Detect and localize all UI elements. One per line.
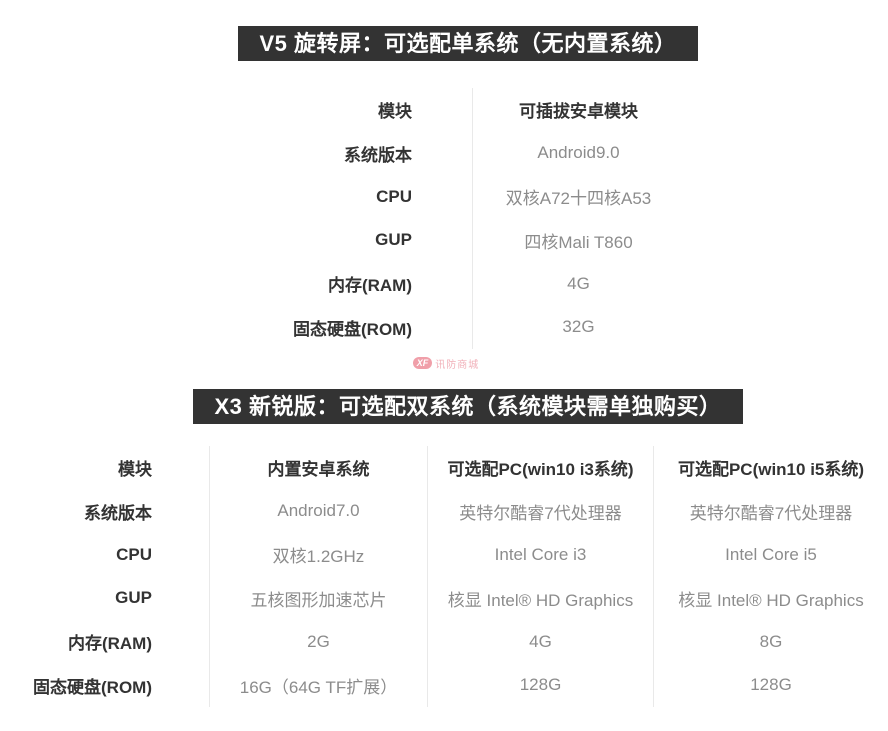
spec-row-label: 系统版本 — [84, 503, 152, 523]
spec-row-value: 四核Mali T860 — [472, 218, 684, 262]
section-x3-header-row: X3 新锐版：可选配双系统（系统模块需单独购买） — [0, 389, 888, 424]
section-v5-title-bar: V5 旋转屏：可选配单系统（无内置系统） — [238, 26, 698, 61]
spec-cell-android: 2G — [209, 620, 427, 664]
spec-cell-pc-i5: Intel Core i5 — [653, 533, 888, 577]
spec-row-label: GUP — [375, 230, 412, 250]
spec-row-label: CPU — [116, 544, 152, 564]
spec-row-label: 内存(RAM) — [67, 634, 152, 654]
spec-row-value: 32G — [472, 305, 684, 349]
spec-row-value: Android9.0 — [472, 131, 684, 175]
watermark-logo-icon: XF — [412, 357, 433, 369]
spec-row-label: 固态硬盘(ROM) — [33, 677, 152, 697]
spec-row-label: 系统版本 — [344, 145, 412, 165]
spec-row-label: 模块 — [378, 102, 412, 122]
spec-cell-pc-i3: Intel Core i3 — [427, 533, 653, 577]
spec-cell-pc-i5: 可选配PC(win10 i5系统) — [653, 446, 888, 490]
spec-cell-pc-i5: 128G — [653, 663, 888, 707]
spec-cell-pc-i3: 可选配PC(win10 i3系统) — [427, 446, 653, 490]
spec-row-label: 固态硬盘(ROM) — [293, 319, 412, 339]
spec-row-label: GUP — [115, 588, 152, 608]
section-v5-header-row: V5 旋转屏：可选配单系统（无内置系统） — [0, 26, 888, 61]
spec-cell-android: Android7.0 — [209, 489, 427, 533]
spec-row-label: 内存(RAM) — [327, 276, 412, 296]
watermark-row: XF 讯防商城 — [2, 353, 888, 371]
spec-cell-android: 内置安卓系统 — [209, 446, 427, 490]
watermark-text: 讯防商城 — [435, 359, 480, 371]
watermark: XF 讯防商城 — [412, 356, 480, 371]
spec-cell-pc-i3: 英特尔酷睿7代处理器 — [427, 489, 653, 533]
spec-cell-android: 五核图形加速芯片 — [209, 576, 427, 620]
spec-row-value: 双核A72十四核A53 — [472, 175, 684, 219]
spec-cell-pc-i5: 核显 Intel® HD Graphics — [653, 576, 888, 620]
spec-cell-android: 16G（64G TF扩展） — [209, 663, 427, 707]
spec-cell-pc-i5: 英特尔酷睿7代处理器 — [653, 489, 888, 533]
spec-row-value: 4G — [472, 262, 684, 306]
spec-cell-android: 双核1.2GHz — [209, 533, 427, 577]
spec-cell-pc-i5: 8G — [653, 620, 888, 664]
spec-cell-pc-i3: 4G — [427, 620, 653, 664]
spec-table-v5: 模块 可插拔安卓模块 系统版本 Android9.0 CPU 双核A72十四核A… — [0, 88, 888, 349]
spec-row-value: 可插拔安卓模块 — [472, 88, 684, 132]
spec-row-label: 模块 — [118, 460, 152, 480]
spec-cell-pc-i3: 128G — [427, 663, 653, 707]
spec-table-x3: 模块 内置安卓系统 可选配PC(win10 i3系统) 可选配PC(win10 … — [0, 446, 888, 707]
spec-row-label: CPU — [376, 186, 412, 206]
spec-cell-pc-i3: 核显 Intel® HD Graphics — [427, 576, 653, 620]
section-x3-title-bar: X3 新锐版：可选配双系统（系统模块需单独购买） — [193, 389, 743, 424]
